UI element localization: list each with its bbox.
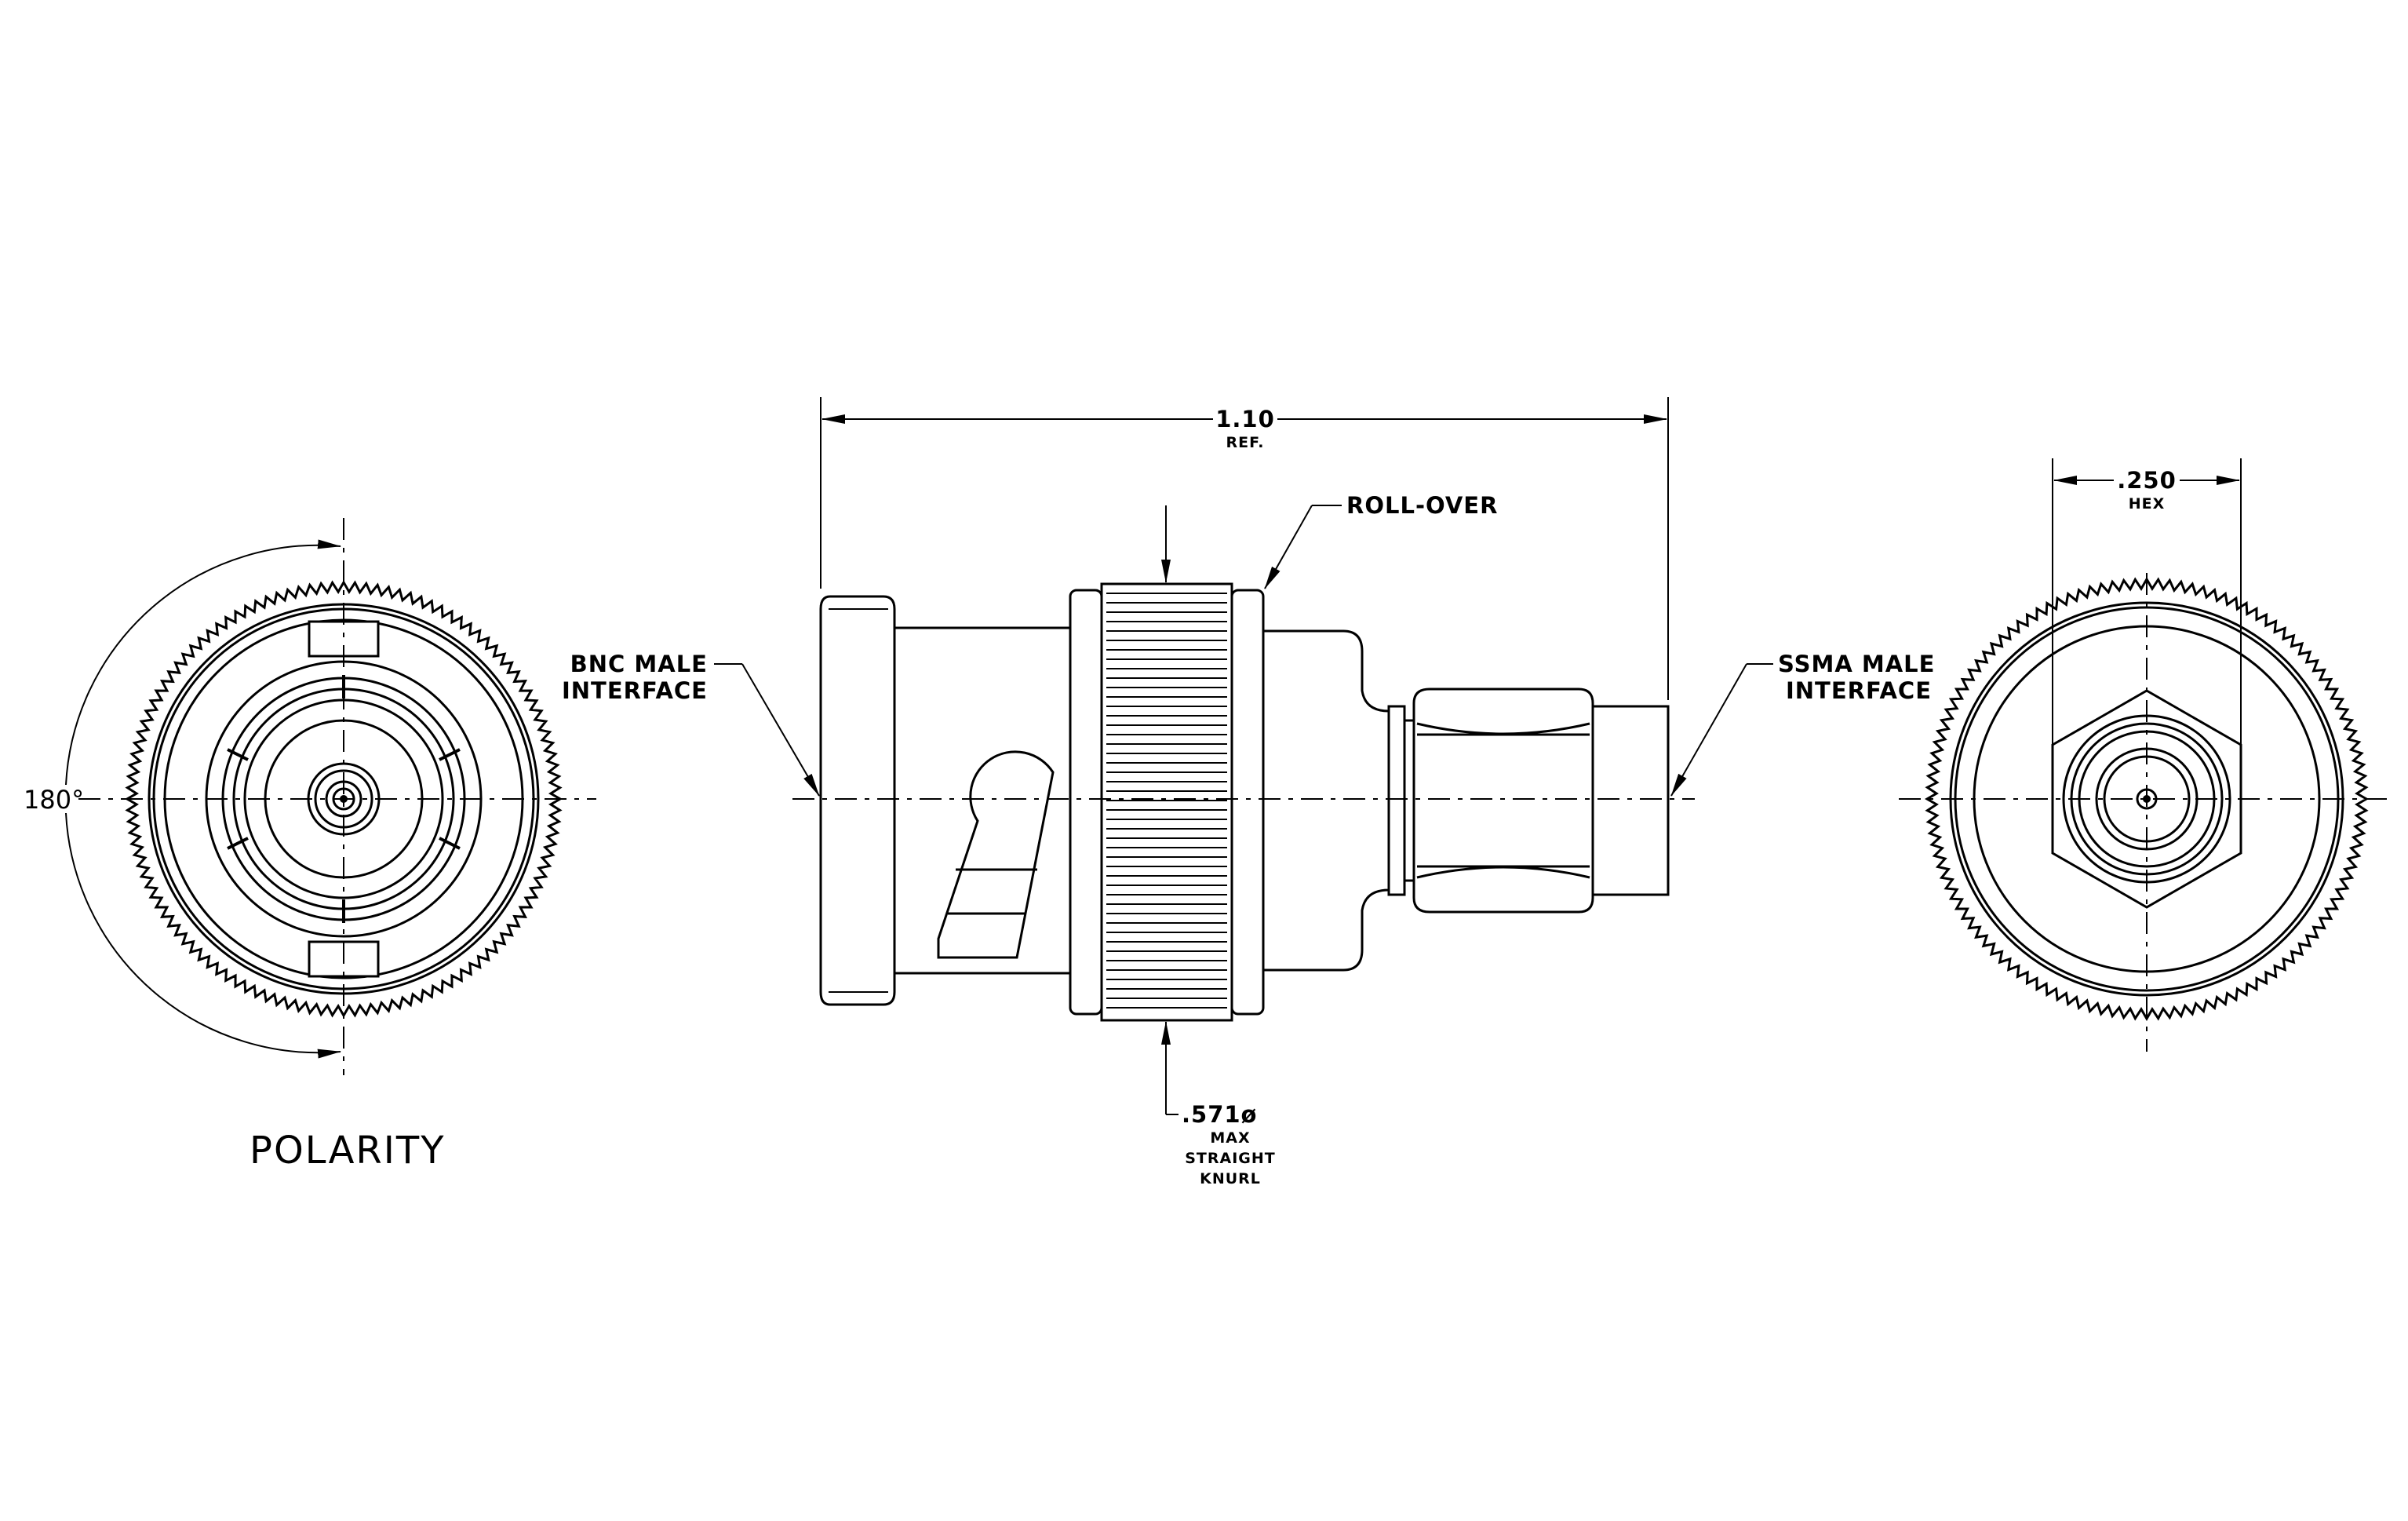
ssma-hex-nut bbox=[1412, 688, 1594, 914]
knurl-outline-right bbox=[1925, 577, 2369, 1021]
adapter-side-view: 1.10 REF. .571ø MAX STRAIGHT KNURL ROLL-… bbox=[562, 397, 1935, 1187]
knurl-note-max: MAX bbox=[1210, 1129, 1250, 1147]
polarity-arc bbox=[65, 539, 341, 786]
bnc-interface-label-1: BNC MALE bbox=[570, 651, 708, 677]
ssma-face-view: .250 HEX bbox=[1899, 458, 2393, 1052]
ssma-body bbox=[1591, 705, 1670, 896]
angle-label: 180° bbox=[24, 785, 84, 815]
roll-over-label: ROLL-OVER bbox=[1346, 492, 1498, 519]
bnc-interface-label-2: INTERFACE bbox=[562, 677, 708, 704]
hex-size-note: HEX bbox=[2129, 495, 2166, 512]
bnc-face-view: 180° POLARITY bbox=[24, 518, 596, 1173]
rear-body bbox=[1262, 629, 1390, 972]
ssma-interface-label-2: INTERFACE bbox=[1786, 677, 1932, 704]
hex-size-value: .250 bbox=[2117, 467, 2177, 494]
ssma-interface-label-1: SSMA MALE bbox=[1778, 651, 1935, 677]
knurl-note-knurl: KNURL bbox=[1200, 1170, 1261, 1187]
overall-length-value: 1.10 bbox=[1215, 406, 1275, 432]
overall-length-note: REF. bbox=[1226, 434, 1264, 451]
bnc-body bbox=[893, 626, 1072, 975]
knurl-note-straight: STRAIGHT bbox=[1185, 1150, 1276, 1167]
polarity-label: POLARITY bbox=[250, 1129, 446, 1173]
knurl-diameter: .571ø bbox=[1182, 1101, 1257, 1128]
bnc-front-ring bbox=[819, 595, 896, 1006]
roll-over-ring bbox=[1230, 589, 1265, 1016]
knurled-grip bbox=[1100, 582, 1233, 1022]
coupling-nut-rear bbox=[1069, 589, 1103, 1016]
